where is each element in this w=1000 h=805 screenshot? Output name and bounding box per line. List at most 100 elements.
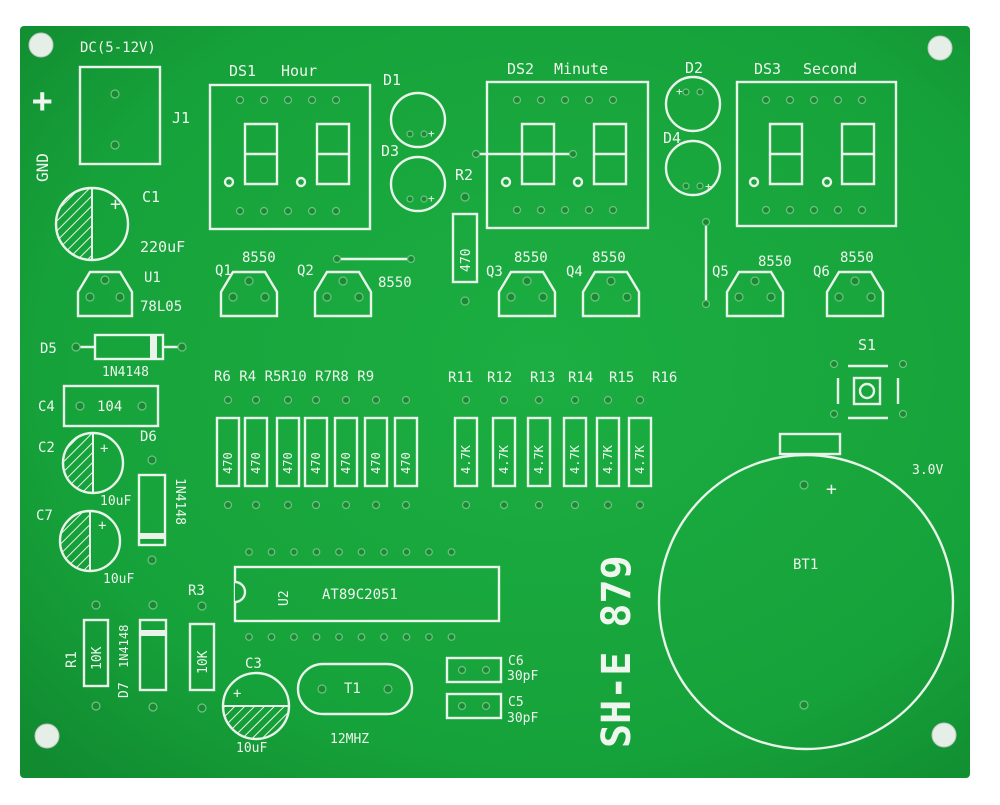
svg-text:+: + — [826, 479, 837, 500]
svg-text:C5: C5 — [508, 695, 524, 710]
display-ds3: DS3 Second — [735, 60, 898, 228]
capacitor-c1: + C1 220uF — [54, 186, 185, 262]
svg-text:AT89C2051: AT89C2051 — [322, 587, 398, 603]
svg-text:10uF: 10uF — [100, 494, 131, 509]
svg-text:Q6: Q6 — [813, 264, 830, 280]
regulator-u1: U1 78L05 — [76, 270, 182, 318]
transistor-q5: Q5 8550 — [712, 254, 792, 318]
transistor-q4: Q4 8550 — [566, 250, 641, 318]
svg-text:Q3: Q3 — [486, 264, 503, 280]
svg-text:D2: D2 — [685, 59, 703, 77]
svg-text:D4: D4 — [663, 129, 681, 147]
svg-text:Minute: Minute — [554, 60, 608, 78]
svg-text:8550: 8550 — [514, 250, 548, 266]
transistor-q2: Q2 8550 — [297, 263, 412, 318]
svg-text:470: 470 — [249, 452, 263, 474]
diode-d6: D6 1N4148 — [137, 429, 187, 565]
svg-text:S1: S1 — [858, 336, 876, 354]
gnd-label: GND — [33, 153, 52, 182]
svg-text:Q4: Q4 — [566, 264, 583, 280]
plus-marker: + — [32, 81, 52, 121]
svg-text:4.7K: 4.7K — [532, 444, 546, 474]
resistor-r15: 4.7K — [595, 395, 621, 510]
svg-text:8550: 8550 — [242, 250, 276, 266]
svg-text:BT1: BT1 — [793, 557, 818, 573]
diode-d7: D7 1N4148 — [117, 600, 168, 712]
svg-text:DS3: DS3 — [754, 60, 781, 78]
misc-pads — [332, 149, 711, 309]
svg-text:R15: R15 — [609, 370, 634, 386]
svg-text:220uF: 220uF — [140, 238, 185, 256]
svg-text:D6: D6 — [140, 429, 157, 445]
svg-text:Q2: Q2 — [297, 263, 314, 279]
svg-text:T1: T1 — [344, 681, 361, 697]
svg-text:R12: R12 — [487, 370, 512, 386]
transistor-q3: Q3 8550 — [486, 250, 557, 318]
svg-text:470: 470 — [399, 452, 413, 474]
switch-s1: S1 — [829, 336, 908, 420]
svg-text:470: 470 — [369, 452, 383, 474]
svg-text:1N4148: 1N4148 — [117, 625, 131, 668]
resistor-r5: 470 — [275, 395, 301, 510]
svg-text:U1: U1 — [144, 270, 161, 286]
resistor-r10: 470 — [303, 395, 329, 510]
svg-text:470: 470 — [339, 452, 353, 474]
svg-text:78L05: 78L05 — [140, 299, 182, 315]
capacitor-c6: C6 30pF — [445, 654, 538, 684]
resistor-r12: 4.7K — [491, 395, 517, 510]
svg-text:R1: R1 — [64, 651, 80, 668]
svg-text:+: + — [676, 85, 683, 98]
led-d4: D4 + — [663, 129, 722, 197]
led-d1: D1 + — [383, 71, 447, 149]
capacitor-c3: C3 + 10uF — [221, 656, 291, 756]
board-model-label: SH-E 879 — [594, 555, 640, 748]
svg-text:C4: C4 — [38, 399, 55, 415]
capacitor-c2: C2 + 10uF — [38, 431, 131, 509]
svg-text:+: + — [100, 441, 108, 457]
svg-text:R11: R11 — [448, 370, 473, 386]
resistor-r7: 470 — [333, 395, 359, 510]
svg-text:C3: C3 — [245, 656, 262, 672]
resistor-bank-470-labels: R6 R4 R5R10 R7R8 R9 — [214, 369, 374, 385]
svg-text:R14: R14 — [568, 370, 593, 386]
resistor-r8: 470 — [363, 395, 389, 510]
svg-text:Second: Second — [803, 60, 857, 78]
svg-text:470: 470 — [309, 452, 323, 474]
svg-text:3.0V: 3.0V — [912, 463, 943, 478]
svg-text:104: 104 — [97, 399, 122, 415]
svg-text:D1: D1 — [383, 71, 401, 89]
dc-jack-outline — [78, 65, 162, 166]
svg-text:8550: 8550 — [840, 250, 874, 266]
svg-text:10K: 10K — [196, 650, 211, 674]
battery-bt1: + BT1 3.0V — [657, 432, 955, 751]
svg-text:12MHZ: 12MHZ — [330, 732, 369, 747]
resistor-r2: R2 470 — [451, 166, 479, 306]
resistor-r14: 4.7K — [562, 395, 588, 510]
resistor-r3: R3 10K — [188, 583, 216, 713]
svg-text:DS2: DS2 — [507, 60, 534, 78]
svg-text:U2: U2 — [277, 590, 292, 606]
resistor-r9: 470 — [393, 395, 419, 510]
mcu-u2: U2 AT89C2051 — [233, 548, 501, 641]
pcb-substrate — [20, 26, 970, 778]
resistor-r16: 4.7K — [627, 395, 653, 510]
svg-text:R3: R3 — [188, 583, 205, 599]
svg-text:C7: C7 — [36, 508, 53, 524]
svg-text:R16: R16 — [652, 370, 677, 386]
diode-d5: D5 1N4148 — [40, 333, 187, 380]
svg-text:470: 470 — [459, 249, 474, 272]
transistor-q6: Q6 8550 — [813, 250, 885, 318]
svg-text:C6: C6 — [508, 654, 524, 669]
display-ds2: DS2 Minute — [476, 60, 650, 230]
led-d3: D3 + — [381, 142, 447, 213]
svg-text:30pF: 30pF — [507, 669, 538, 684]
svg-text:10uF: 10uF — [236, 741, 267, 756]
dc-input-label: DC(5-12V) — [80, 40, 156, 56]
resistor-r1: R1 10K — [64, 600, 110, 711]
led-d2: D2 + — [664, 59, 722, 133]
svg-text:30pF: 30pF — [507, 711, 538, 726]
resistor-r13: 4.7K — [526, 395, 552, 510]
